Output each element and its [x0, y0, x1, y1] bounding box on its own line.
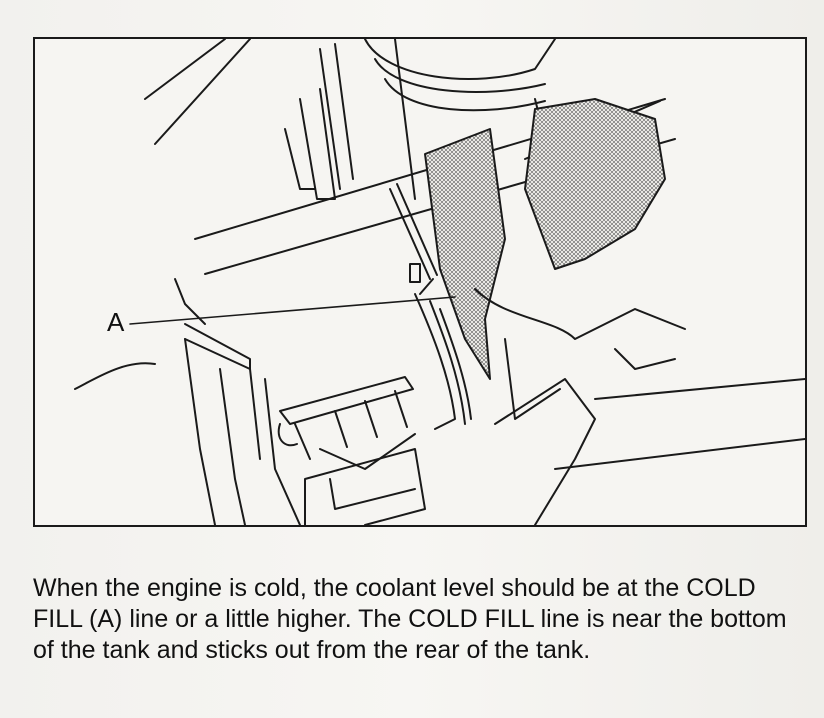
- callout-label-a: A: [107, 307, 125, 337]
- hood-edge-line: [144, 39, 226, 100]
- hose-left-2: [319, 43, 354, 190]
- illustration-svg: [74, 39, 805, 525]
- grille-bar: [279, 376, 414, 425]
- pipe-small: [389, 183, 438, 280]
- hood-edge-line-2: [154, 39, 251, 145]
- housing-top: [184, 323, 251, 370]
- figure-caption: When the engine is cold, the coolant lev…: [33, 574, 787, 664]
- coolant-tank-illustration: A: [33, 37, 807, 527]
- right-bracket: [474, 288, 686, 340]
- bottom-box: [304, 448, 426, 525]
- callout-line-a: [129, 296, 456, 325]
- hose-left: [299, 88, 336, 200]
- cap-top: [364, 39, 556, 80]
- coolant-tank-upper: [524, 98, 666, 270]
- cylinder-left: [394, 39, 416, 200]
- tank-lower-right: [414, 293, 456, 430]
- coolant-tank-body: [424, 128, 506, 380]
